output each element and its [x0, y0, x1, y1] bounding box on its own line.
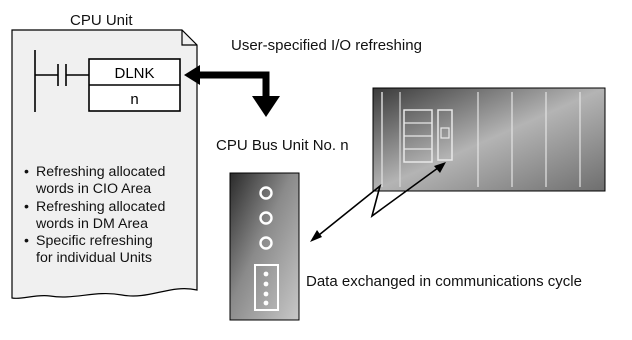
- list-item-line1: Refreshing allocated: [36, 164, 166, 180]
- list-item: Refreshing allocated words in CIO Area: [24, 164, 166, 199]
- remote-plc-rack: [372, 87, 606, 192]
- dlnk-instruction-label: DLNK: [114, 65, 154, 82]
- cpu-unit-title: CPU Unit: [70, 12, 133, 29]
- list-item-line1: Specific refreshing: [36, 233, 153, 250]
- indicator-led-3: [259, 236, 273, 250]
- communication-arrow: [310, 162, 446, 242]
- cpu-unit-function-list: Refreshing allocated words in CIO Area R…: [24, 164, 166, 268]
- list-item-line2: words in CIO Area: [36, 181, 152, 198]
- dlnk-operand-label: n: [130, 91, 138, 108]
- cpu-bus-unit-module: [229, 172, 300, 321]
- list-item-line2: words in DM Area: [36, 215, 148, 232]
- indicator-led-1: [259, 186, 273, 200]
- ladder-contact: [35, 64, 89, 86]
- indicator-led-2: [259, 211, 273, 225]
- bus-unit-label: CPU Bus Unit No. n: [216, 137, 349, 154]
- cpu-unit-fold: [181, 30, 197, 46]
- list-item-line1: Refreshing allocated: [36, 198, 166, 215]
- list-item: Specific refreshing for individual Units: [24, 233, 165, 268]
- refresh-arrow: [184, 65, 280, 117]
- connector-port: [254, 264, 279, 311]
- list-item: Refreshing allocated words in DM Area: [24, 198, 166, 234]
- user-refresh-label: User-specified I/O refreshing: [231, 37, 422, 54]
- list-item-line2: for individual Units: [36, 250, 152, 267]
- data-exchange-label: Data exchanged in communications cycle: [306, 273, 582, 290]
